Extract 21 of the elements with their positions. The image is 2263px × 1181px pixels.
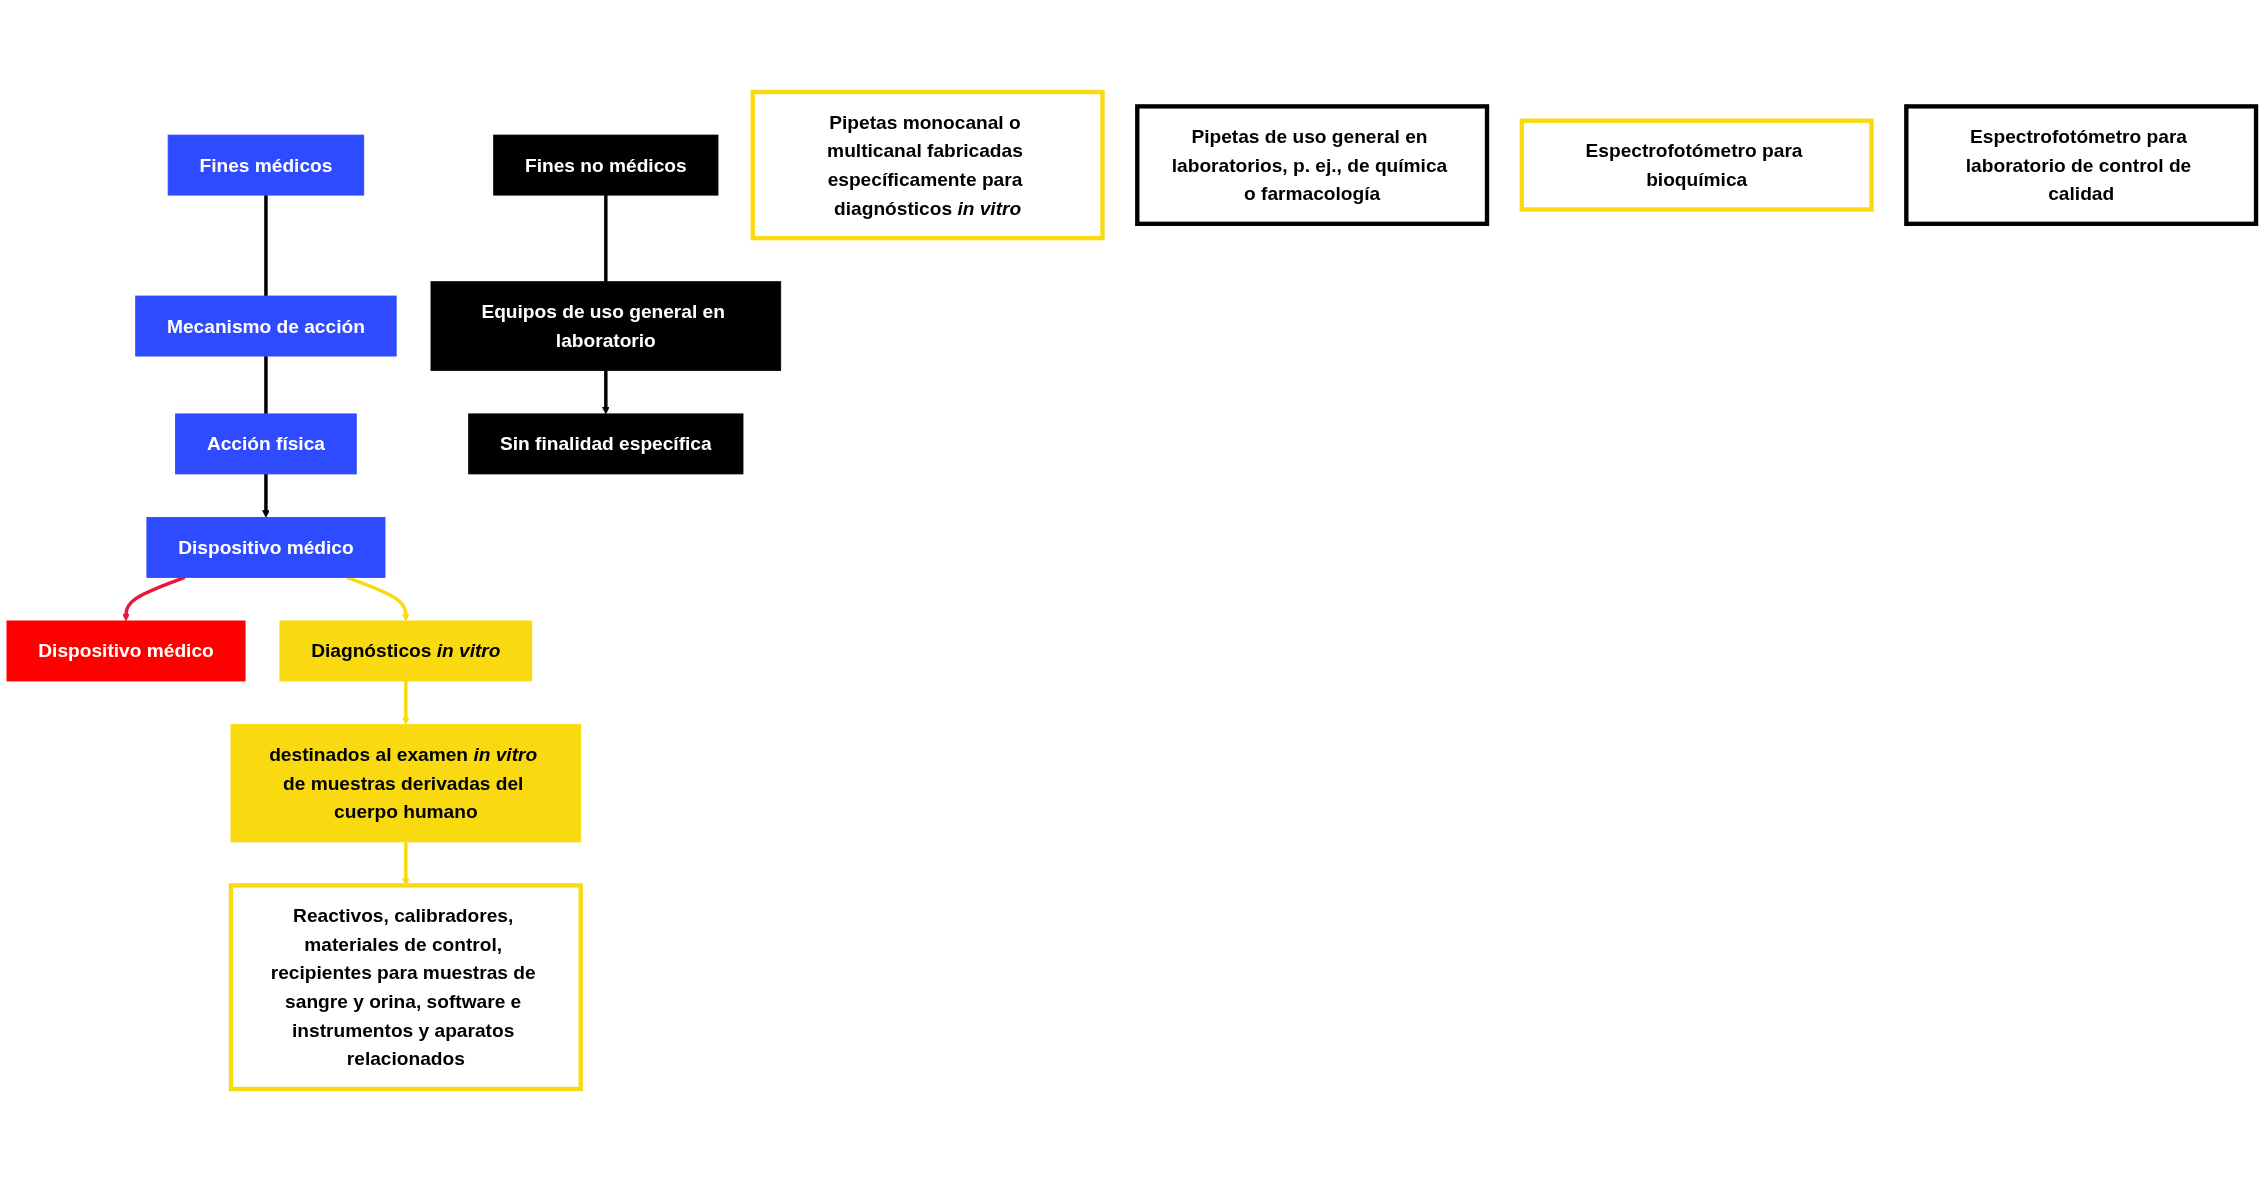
node-box: Mecanismo de acción bbox=[135, 295, 397, 357]
node-box: Dispositivo médico bbox=[6, 620, 246, 682]
node-box: Pipetas de uso general en laboratorios, p. ej., de química o farmacología bbox=[1135, 104, 1490, 226]
arrow bbox=[402, 680, 410, 725]
node-box: destinados al examen in vitro de muestras derivadas del cuerpo humano bbox=[230, 724, 582, 843]
node-box: Espectrofotómetro para laboratorio de control de calidad bbox=[1904, 104, 2259, 226]
node-box: Fines no médicos bbox=[493, 134, 719, 196]
node-box: Dispositivo médico bbox=[146, 517, 386, 578]
connector bbox=[264, 356, 268, 414]
node-box: Acción física bbox=[175, 413, 357, 475]
connector bbox=[264, 195, 268, 296]
node-box: Sin finalidad específica bbox=[468, 413, 744, 475]
node-box: Reactivos, calibradores, materiales de control, recipientes para muestras de sangre y orina, software e instrumentos y aparatos relacionados bbox=[228, 883, 583, 1092]
node-box: Pipetas monocanal o multicanal fabricadas específicamente para diagnósticos in vitro bbox=[750, 89, 1105, 241]
node-box: Equipos de uso general en laboratorio bbox=[430, 281, 782, 371]
arrow bbox=[602, 370, 610, 415]
node-box: Fines médicos bbox=[167, 134, 365, 196]
connector bbox=[604, 195, 608, 282]
node-box: Diagnósticos in vitro bbox=[279, 620, 533, 682]
node-box: Espectrofotómetro para bioquímica bbox=[1519, 118, 1874, 212]
arrow bbox=[262, 473, 270, 518]
